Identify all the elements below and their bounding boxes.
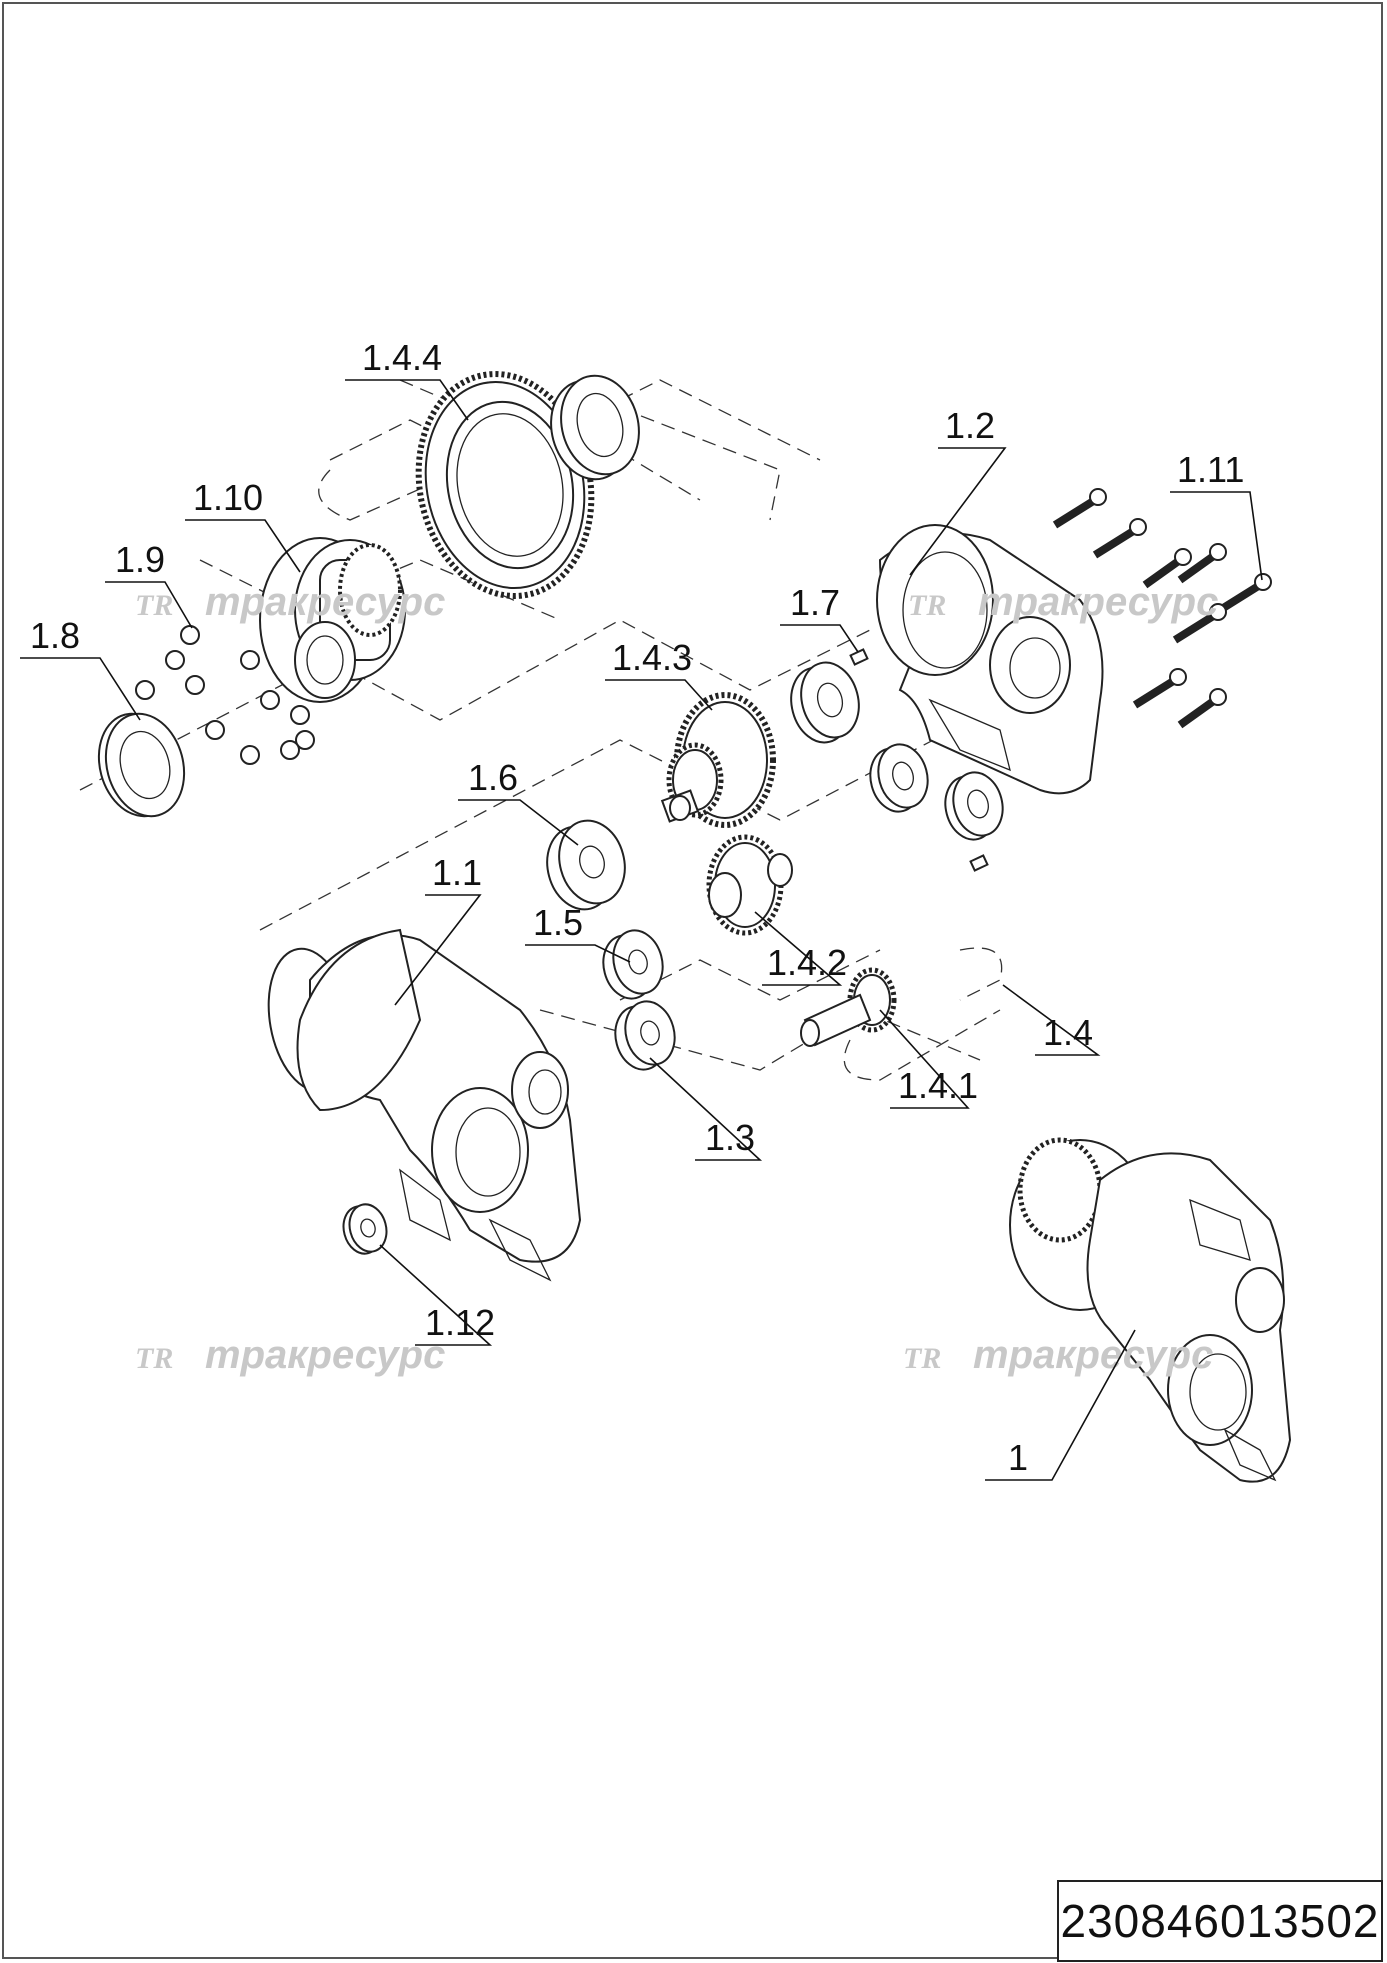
callout-label: 1.4.3 — [612, 637, 692, 678]
callout-label: 1.6 — [468, 757, 518, 798]
callout-1-8: 1.8 — [20, 615, 141, 721]
callout-label: 1.1 — [432, 852, 482, 893]
callout-label: 1.10 — [193, 477, 263, 518]
watermark-logo: TR — [135, 1342, 173, 1375]
housing-cover-1-2 — [876, 524, 1104, 795]
gear-1-4-3 — [660, 692, 776, 828]
callout-label: 1.3 — [705, 1117, 755, 1158]
watermark-text: тракресурс — [205, 1333, 445, 1377]
callout-1-4-2: 1.4.2 — [754, 911, 847, 986]
watermark-2: TR тракресурс — [908, 580, 1218, 624]
watermark-text: тракресурс — [205, 580, 445, 624]
document-number: 230846013502 — [1060, 1895, 1380, 1947]
callout-1: 1 — [985, 1329, 1136, 1481]
main-housing-1-1 — [267, 928, 582, 1282]
watermark-logo: TR — [908, 589, 946, 622]
pin-1-7 — [849, 648, 989, 872]
callout-label: 1.4.1 — [898, 1065, 978, 1106]
watermark-text: тракресурс — [973, 1333, 1213, 1377]
callout-1-4-3: 1.4.3 — [605, 637, 713, 711]
ring-gear-1-4-4 — [415, 371, 595, 599]
watermark-logo: TR — [135, 589, 173, 622]
callout-1-12: 1.12 — [379, 1244, 495, 1346]
callout-1-6: 1.6 — [458, 757, 579, 846]
shaft-1-4-1 — [800, 967, 897, 1047]
watermark-3: TR тракресурс — [135, 1333, 445, 1377]
callout-label: 1.8 — [30, 615, 80, 656]
seal-1-8 — [97, 712, 186, 818]
callout-1-4: 1.4 — [1002, 984, 1101, 1056]
assembled-unit-1 — [1009, 1137, 1292, 1483]
callout-1-5: 1.5 — [525, 902, 631, 963]
bolts-1-9 — [135, 625, 315, 765]
washer-1-12 — [342, 1203, 388, 1255]
screws-1-11 — [1052, 488, 1272, 729]
callout-1-4-1: 1.4.1 — [879, 1009, 978, 1109]
callout-label: 1.2 — [945, 405, 995, 446]
bearings-right — [790, 661, 1004, 841]
watermark-logo: TR — [903, 1342, 941, 1375]
watermark-4: TR тракресурс — [903, 1333, 1213, 1377]
watermark-1: TR тракресурс — [135, 580, 445, 624]
bearing-1-3 — [614, 1000, 676, 1071]
callout-1-1: 1.1 — [394, 852, 482, 1006]
callout-label: 1.4.2 — [767, 942, 847, 983]
callout-label: 1.9 — [115, 539, 165, 580]
document-number-box: 230846013502 — [1057, 1880, 1383, 1962]
callout-1-7: 1.7 — [780, 582, 859, 653]
callout-1-4-4: 1.4.4 — [345, 337, 469, 421]
bearing-1-6 — [546, 819, 626, 911]
callout-1-10: 1.10 — [185, 477, 301, 573]
differential-housing-1-10 — [259, 537, 406, 703]
bearing-top — [550, 374, 640, 481]
callout-label: 1.7 — [790, 582, 840, 623]
gear-1-4-2 — [706, 834, 793, 936]
bearing-1-5 — [602, 929, 664, 1000]
callout-1-2: 1.2 — [909, 405, 1007, 576]
callout-1-3: 1.3 — [649, 1057, 763, 1161]
callout-label: 1.5 — [533, 902, 583, 943]
callout-label: 1 — [1008, 1437, 1028, 1478]
callout-1-11: 1.11 — [1170, 449, 1263, 581]
watermark-text: тракресурс — [978, 580, 1218, 624]
callout-1-9: 1.9 — [105, 539, 193, 629]
callout-label: 1.11 — [1177, 449, 1244, 490]
callout-label: 1.4.4 — [362, 337, 442, 378]
callout-label: 1.12 — [425, 1302, 495, 1343]
